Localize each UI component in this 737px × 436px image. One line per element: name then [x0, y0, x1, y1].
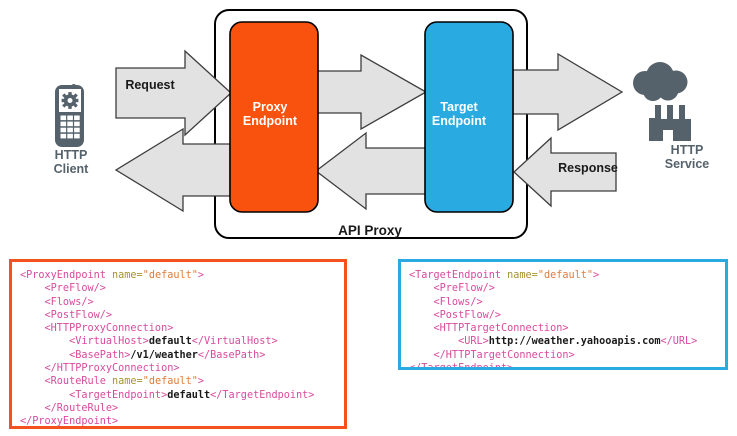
proxy-endpoint-box	[229, 21, 319, 213]
code-line: <HTTPProxyConnection>	[20, 323, 174, 335]
code-line: <PostFlow/>	[409, 309, 502, 321]
code-line: <RouteRule name="default">	[20, 376, 205, 388]
arrow-proxy-to-client	[114, 127, 231, 213]
code-line: <Flows/>	[20, 296, 94, 308]
code-line: <Flows/>	[409, 296, 483, 308]
code-line: </TargetEndpoint>	[409, 363, 514, 370]
arrow-request	[115, 49, 232, 137]
proxy-endpoint-label: Proxy Endpoint	[242, 100, 298, 129]
arrow-target-to-proxy	[314, 131, 428, 211]
target-endpoint-label: Target Endpoint	[431, 100, 487, 129]
code-line: <TargetEndpoint>default</TargetEndpoint>	[20, 389, 315, 401]
code-line: </RouteRule>	[20, 402, 119, 414]
http-service-label: HTTP Service	[664, 143, 710, 172]
code-line: <TargetEndpoint name="default">	[409, 270, 600, 281]
code-line: </HTTPTargetConnection>	[409, 349, 575, 361]
target-endpoint-code-block: <TargetEndpoint name="default"> <PreFlow…	[398, 259, 728, 370]
arrow-target-to-service	[512, 52, 624, 132]
api-proxy-flow-diagram: .ar{fill:#e2e2e2;stroke:#3d3d3d;stroke-w…	[55, 9, 691, 239]
mobile-phone-gear-icon	[55, 84, 84, 147]
code-line: <URL>http://weather.yahooapis.com</URL>	[409, 336, 698, 348]
code-line: </HTTPProxyConnection>	[20, 363, 180, 375]
code-line: <ProxyEndpoint name="default">	[20, 270, 205, 281]
target-endpoint-box	[424, 21, 514, 213]
http-client-label: HTTP Client	[53, 148, 89, 177]
factory-cloud-icon	[633, 62, 691, 141]
code-line: <PreFlow/>	[409, 283, 495, 295]
code-line: <HTTPTargetConnection>	[409, 323, 569, 335]
response-arrow-label: Response	[558, 161, 618, 175]
request-arrow-label: Request	[125, 78, 175, 92]
code-line: <PostFlow/>	[20, 309, 113, 321]
code-line: <VirtualHost>default</VirtualHost>	[20, 336, 278, 348]
code-line: <PreFlow/>	[20, 283, 106, 295]
code-line: </ProxyEndpoint>	[20, 416, 119, 428]
code-line: <BasePath>/v1/weather</BasePath>	[20, 349, 266, 361]
api-proxy-label: API Proxy	[338, 223, 402, 238]
proxy-endpoint-code-block: <ProxyEndpoint name="default"> <PreFlow/…	[9, 259, 347, 429]
arrow-proxy-to-target	[315, 53, 428, 131]
arrow-response	[513, 136, 617, 208]
